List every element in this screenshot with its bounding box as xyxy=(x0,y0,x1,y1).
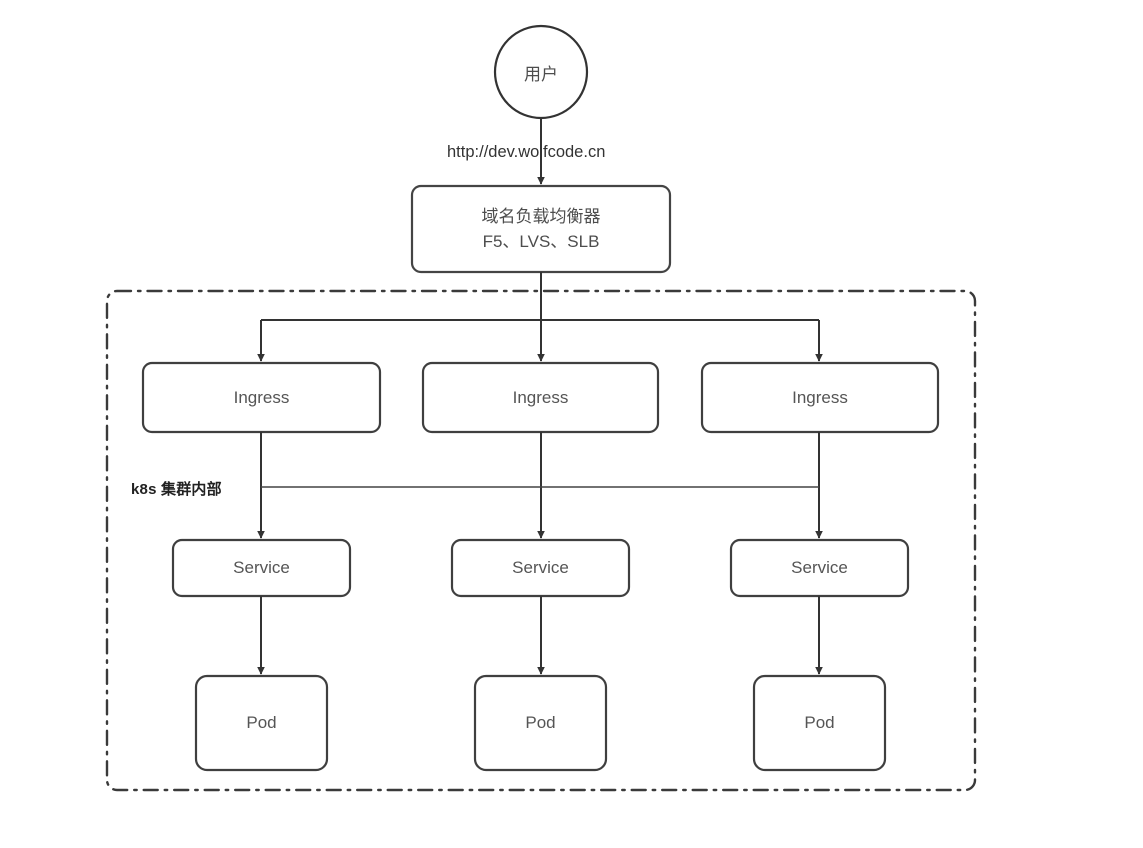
pod-box-1 xyxy=(194,674,329,772)
pod-box-3 xyxy=(752,674,887,772)
user-circle xyxy=(493,24,589,120)
service-box-3 xyxy=(729,538,910,598)
ingress-box-3 xyxy=(700,361,940,434)
pod-box-2 xyxy=(473,674,608,772)
ingress-box-1 xyxy=(141,361,382,434)
service-box-1 xyxy=(171,538,352,598)
ingress-box-2 xyxy=(421,361,660,434)
k8s-cluster-boundary xyxy=(105,289,977,792)
service-box-2 xyxy=(450,538,631,598)
user-to-loadbalancer-edge-label: http://dev.wolfcode.cn xyxy=(447,143,606,161)
loadbalancer-box xyxy=(410,184,672,274)
k8s-cluster-label: k8s 集群内部 xyxy=(131,481,222,498)
